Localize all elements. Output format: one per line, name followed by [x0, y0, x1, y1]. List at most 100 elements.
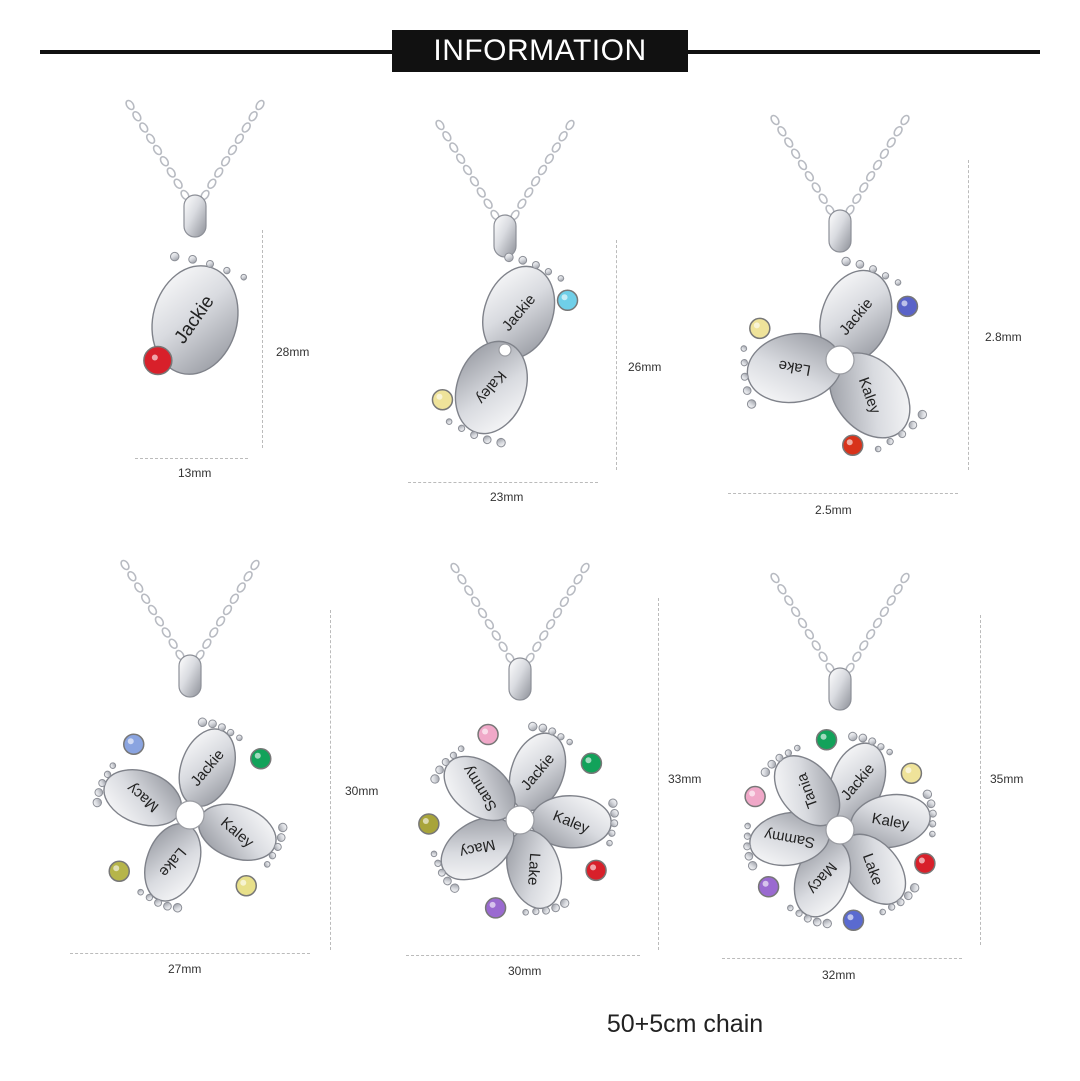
- toe-icon: [518, 255, 528, 265]
- height-dimension-line: [658, 598, 659, 950]
- bail-icon: [828, 209, 852, 253]
- height-dimension-line: [330, 610, 331, 950]
- header-rule-right: [688, 50, 1040, 54]
- baby-foot-charm: Sammy: [743, 811, 830, 871]
- toe-icon: [504, 252, 514, 263]
- toe-icon: [898, 430, 907, 439]
- toe-icon: [470, 430, 479, 439]
- center-hole: [498, 343, 512, 357]
- toe-icon: [551, 903, 560, 913]
- toe-icon: [145, 893, 153, 902]
- width-dimension-line: [70, 953, 310, 954]
- toe-icon: [874, 445, 882, 453]
- toe-icon: [163, 901, 172, 911]
- bail-icon: [508, 657, 532, 701]
- baby-foot-charm: Jackie: [508, 721, 573, 812]
- toe-icon: [434, 859, 442, 867]
- toe-icon: [240, 273, 248, 281]
- birthstone-icon: [122, 733, 145, 755]
- birthstone-icon: [749, 317, 771, 340]
- toe-icon: [236, 734, 243, 742]
- toe-icon: [908, 420, 918, 430]
- toe-icon: [263, 861, 271, 868]
- chain-icon: [435, 119, 575, 221]
- engraved-name: Kaley: [870, 810, 910, 833]
- center-hole: [825, 815, 855, 845]
- bail-icon: [493, 214, 517, 258]
- toe-icon: [740, 372, 749, 381]
- toe-icon: [217, 723, 226, 732]
- toe-icon: [435, 765, 444, 775]
- chain-icon: [125, 99, 265, 201]
- toe-icon: [841, 256, 851, 267]
- center-hole: [175, 800, 205, 830]
- toe-icon: [457, 424, 466, 432]
- toe-icon: [909, 883, 920, 893]
- toe-icon: [928, 809, 937, 818]
- birthstone-icon: [143, 345, 173, 376]
- header-rule-left: [40, 50, 392, 54]
- toe-icon: [926, 799, 936, 809]
- toe-icon: [917, 409, 928, 420]
- toe-icon: [822, 918, 832, 929]
- baby-foot-charm: Macy: [787, 838, 852, 929]
- toe-icon: [929, 830, 936, 838]
- birthstone-icon: [842, 909, 865, 931]
- bail-icon: [178, 654, 202, 698]
- toe-icon: [896, 898, 905, 907]
- toe-icon: [538, 723, 548, 733]
- pendant-product-1: Jackie: [125, 99, 265, 376]
- toe-icon: [787, 904, 794, 912]
- toe-icon: [743, 842, 752, 851]
- center-hole: [825, 345, 855, 375]
- toe-icon: [767, 759, 777, 769]
- chain-icon: [770, 114, 910, 216]
- toe-icon: [496, 437, 506, 448]
- toe-icon: [610, 808, 619, 818]
- toe-icon: [881, 272, 890, 280]
- birthstone-icon: [841, 434, 864, 457]
- toe-icon: [92, 797, 102, 808]
- height-label: 2.8mm: [985, 330, 1022, 344]
- baby-foot-charm: Tania: [760, 744, 841, 827]
- toe-icon: [522, 908, 529, 916]
- toe-icon: [278, 822, 288, 833]
- toe-icon: [441, 757, 450, 766]
- toe-icon: [430, 850, 438, 858]
- toe-icon: [268, 852, 277, 860]
- birthstone-icon: [914, 852, 936, 875]
- height-label: 26mm: [628, 360, 662, 374]
- birthstone-icon: [556, 289, 579, 312]
- birthstone-icon: [585, 859, 607, 882]
- width-label: 30mm: [508, 964, 542, 978]
- birthstone-icon: [235, 875, 258, 897]
- toe-icon: [103, 770, 112, 778]
- birthstone-icon: [900, 762, 923, 784]
- toe-icon: [894, 279, 902, 286]
- toe-icon: [557, 733, 565, 741]
- birthstone-icon: [757, 876, 780, 898]
- toe-icon: [743, 832, 752, 840]
- height-label: 28mm: [276, 345, 310, 359]
- toe-icon: [928, 820, 937, 828]
- birthstone-icon: [108, 860, 130, 883]
- width-label: 23mm: [490, 490, 524, 504]
- toe-icon: [109, 762, 117, 769]
- birthstone-icon: [250, 747, 272, 770]
- toe-icon: [559, 898, 570, 908]
- birthstone-icon: [896, 295, 919, 318]
- toe-icon: [608, 798, 618, 808]
- width-dimension-line: [135, 458, 248, 459]
- baby-foot-charm: Kaley: [198, 803, 288, 868]
- toe-icon: [775, 753, 784, 762]
- toe-icon: [528, 721, 538, 732]
- toe-icon: [803, 914, 812, 923]
- toe-icon: [746, 399, 757, 409]
- toe-icon: [887, 903, 896, 911]
- baby-foot-charm: Lake: [839, 833, 920, 916]
- width-label: 27mm: [168, 962, 202, 976]
- toe-icon: [188, 254, 197, 264]
